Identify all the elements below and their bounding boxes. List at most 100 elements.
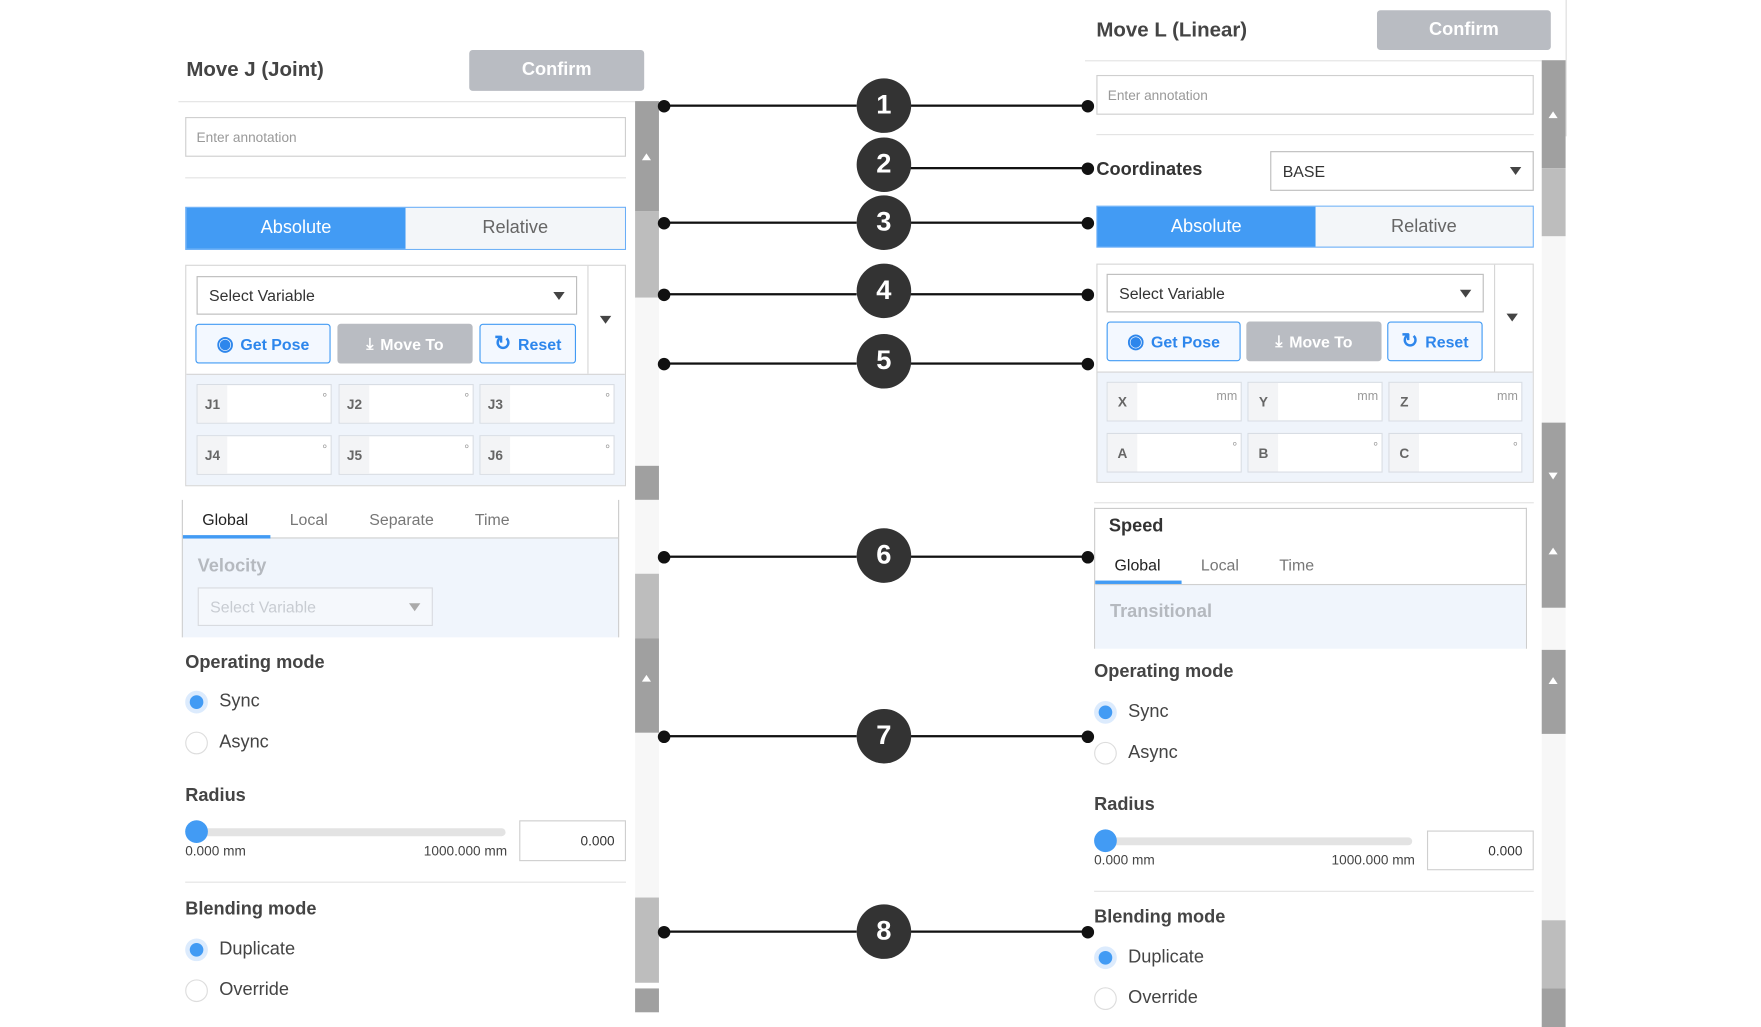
move-l-annotation-input[interactable]: Enter annotation bbox=[1096, 74, 1534, 115]
speed-label: Speed bbox=[1108, 516, 1164, 537]
tab-global[interactable]: Global bbox=[202, 510, 249, 529]
radius-slider-handle[interactable] bbox=[1094, 829, 1117, 853]
scrollbar-up-button[interactable] bbox=[1541, 649, 1566, 734]
radio-selected-icon bbox=[1094, 700, 1117, 724]
reset-icon: ↻ bbox=[494, 331, 512, 355]
select-value: BASE bbox=[1282, 161, 1326, 181]
expand-chevron-icon[interactable] bbox=[599, 315, 612, 324]
tab-time[interactable]: Time bbox=[474, 510, 510, 529]
radio-async[interactable]: Async bbox=[1094, 741, 1178, 765]
callout-endpoint bbox=[1081, 162, 1095, 175]
coordinates-select[interactable]: BASE bbox=[1270, 151, 1534, 191]
field-unit: ° bbox=[605, 443, 611, 457]
radio-async[interactable]: Async bbox=[185, 731, 269, 755]
scrollbar-track[interactable] bbox=[635, 499, 659, 574]
move-j-move-to-button[interactable]: ⤓Move To bbox=[337, 323, 473, 364]
joint-field-j6[interactable]: J6° bbox=[479, 435, 615, 475]
tab-local[interactable]: Local bbox=[289, 510, 328, 529]
select-value: Select Variable bbox=[210, 597, 317, 616]
arrow-up-icon bbox=[1548, 547, 1558, 555]
move-j-title: Move J (Joint) bbox=[186, 57, 324, 81]
tab-global[interactable]: Global bbox=[1114, 555, 1161, 574]
radio-selected-icon bbox=[185, 690, 208, 714]
scrollbar-track[interactable] bbox=[1541, 607, 1566, 650]
joint-field-j1[interactable]: J1° bbox=[196, 384, 332, 424]
scrollbar-down-button[interactable] bbox=[1541, 988, 1566, 1027]
scrollbar-thumb[interactable] bbox=[1541, 168, 1566, 237]
velocity-label: Velocity bbox=[197, 556, 267, 577]
move-j-reset-button[interactable]: ↻Reset bbox=[479, 323, 577, 364]
scrollbar-up-button[interactable] bbox=[1541, 60, 1566, 169]
radius-value-input[interactable]: 0.000 bbox=[1426, 830, 1534, 871]
callout-connector bbox=[663, 104, 857, 107]
scrollbar-up-button[interactable] bbox=[635, 101, 659, 212]
radius-min-label: 0.000 mm bbox=[185, 843, 246, 859]
callout-connector bbox=[908, 555, 1089, 558]
tab-local[interactable]: Local bbox=[1200, 555, 1239, 574]
radio-sync[interactable]: Sync bbox=[1094, 700, 1169, 724]
divider bbox=[1085, 60, 1542, 62]
radio-selected-icon bbox=[1094, 946, 1117, 970]
scrollbar-track[interactable] bbox=[635, 297, 659, 466]
expand-chevron-icon[interactable] bbox=[1506, 313, 1518, 322]
axis-field-a[interactable]: A° bbox=[1106, 432, 1242, 473]
radius-slider-track[interactable] bbox=[196, 828, 506, 837]
move-j-variable-select[interactable]: Select Variable bbox=[196, 276, 578, 315]
move-j-confirm-button[interactable]: Confirm bbox=[469, 49, 645, 91]
scrollbar-thumb[interactable] bbox=[635, 897, 659, 983]
transitional-label: Transitional bbox=[1109, 602, 1213, 622]
joint-field-j2[interactable]: J2° bbox=[338, 384, 474, 424]
move-j-annotation-input[interactable]: Enter annotation bbox=[185, 117, 627, 157]
joint-field-j5[interactable]: J5° bbox=[338, 435, 474, 475]
radio-duplicate[interactable]: Duplicate bbox=[185, 938, 295, 962]
axis-field-c[interactable]: C° bbox=[1388, 432, 1523, 473]
radius-slider-handle[interactable] bbox=[185, 820, 208, 844]
scrollbar-down-button[interactable] bbox=[635, 988, 659, 1013]
reset-icon: ↻ bbox=[1401, 329, 1419, 353]
tab-time[interactable]: Time bbox=[1279, 555, 1315, 574]
scrollbar-up-button[interactable] bbox=[635, 638, 659, 733]
tab-absolute[interactable]: Absolute bbox=[1097, 206, 1316, 247]
joint-field-j4[interactable]: J4° bbox=[196, 435, 332, 475]
field-unit: ° bbox=[464, 391, 470, 406]
radius-value-input[interactable]: 0.000 bbox=[519, 820, 627, 862]
radio-duplicate[interactable]: Duplicate bbox=[1094, 946, 1204, 970]
scrollbar-thumb[interactable] bbox=[635, 211, 659, 298]
button-label: Reset bbox=[1425, 332, 1469, 351]
move-l-get-pose-button[interactable]: ◉Get Pose bbox=[1106, 321, 1241, 362]
field-label: X bbox=[1107, 382, 1138, 421]
move-l-reset-button[interactable]: ↻ Reset bbox=[1387, 321, 1483, 362]
radio-sync[interactable]: Sync bbox=[185, 690, 260, 714]
move-l-confirm-button[interactable]: Confirm bbox=[1376, 10, 1551, 50]
move-l-move-to-button[interactable]: ⤓Move To bbox=[1246, 321, 1382, 362]
scrollbar-thumb[interactable] bbox=[635, 573, 659, 639]
scrollbar-down-button[interactable] bbox=[1541, 422, 1566, 608]
tab-relative[interactable]: Relative bbox=[1315, 206, 1533, 247]
scrollbar-track[interactable] bbox=[635, 732, 659, 898]
radio-label: Override bbox=[1128, 988, 1198, 1008]
field-unit: ° bbox=[605, 391, 611, 406]
move-l-variable-select[interactable]: Select Variable bbox=[1106, 273, 1484, 313]
radio-override[interactable]: Override bbox=[185, 979, 289, 1003]
radius-slider-track[interactable] bbox=[1105, 837, 1413, 846]
scrollbar-thumb[interactable] bbox=[1541, 920, 1566, 989]
tab-relative[interactable]: Relative bbox=[405, 207, 625, 249]
callout-connector bbox=[663, 293, 857, 296]
scrollbar-track[interactable] bbox=[1541, 236, 1566, 423]
radio-override[interactable]: Override bbox=[1094, 987, 1198, 1011]
divider bbox=[185, 881, 627, 883]
callout-endpoint bbox=[1081, 357, 1095, 371]
velocity-select[interactable]: Select Variable bbox=[197, 587, 433, 627]
tab-absolute[interactable]: Absolute bbox=[186, 207, 406, 249]
field-unit: mm bbox=[1357, 389, 1379, 404]
joint-field-j3[interactable]: J3° bbox=[479, 384, 615, 424]
move-j-get-pose-button[interactable]: ◉Get Pose bbox=[195, 323, 331, 364]
chevron-down-icon bbox=[1459, 289, 1472, 298]
axis-field-b[interactable]: B° bbox=[1247, 432, 1383, 473]
scrollbar-down-button[interactable] bbox=[635, 465, 659, 500]
tab-separate[interactable]: Separate bbox=[369, 510, 434, 529]
scrollbar-track[interactable] bbox=[1541, 733, 1566, 921]
